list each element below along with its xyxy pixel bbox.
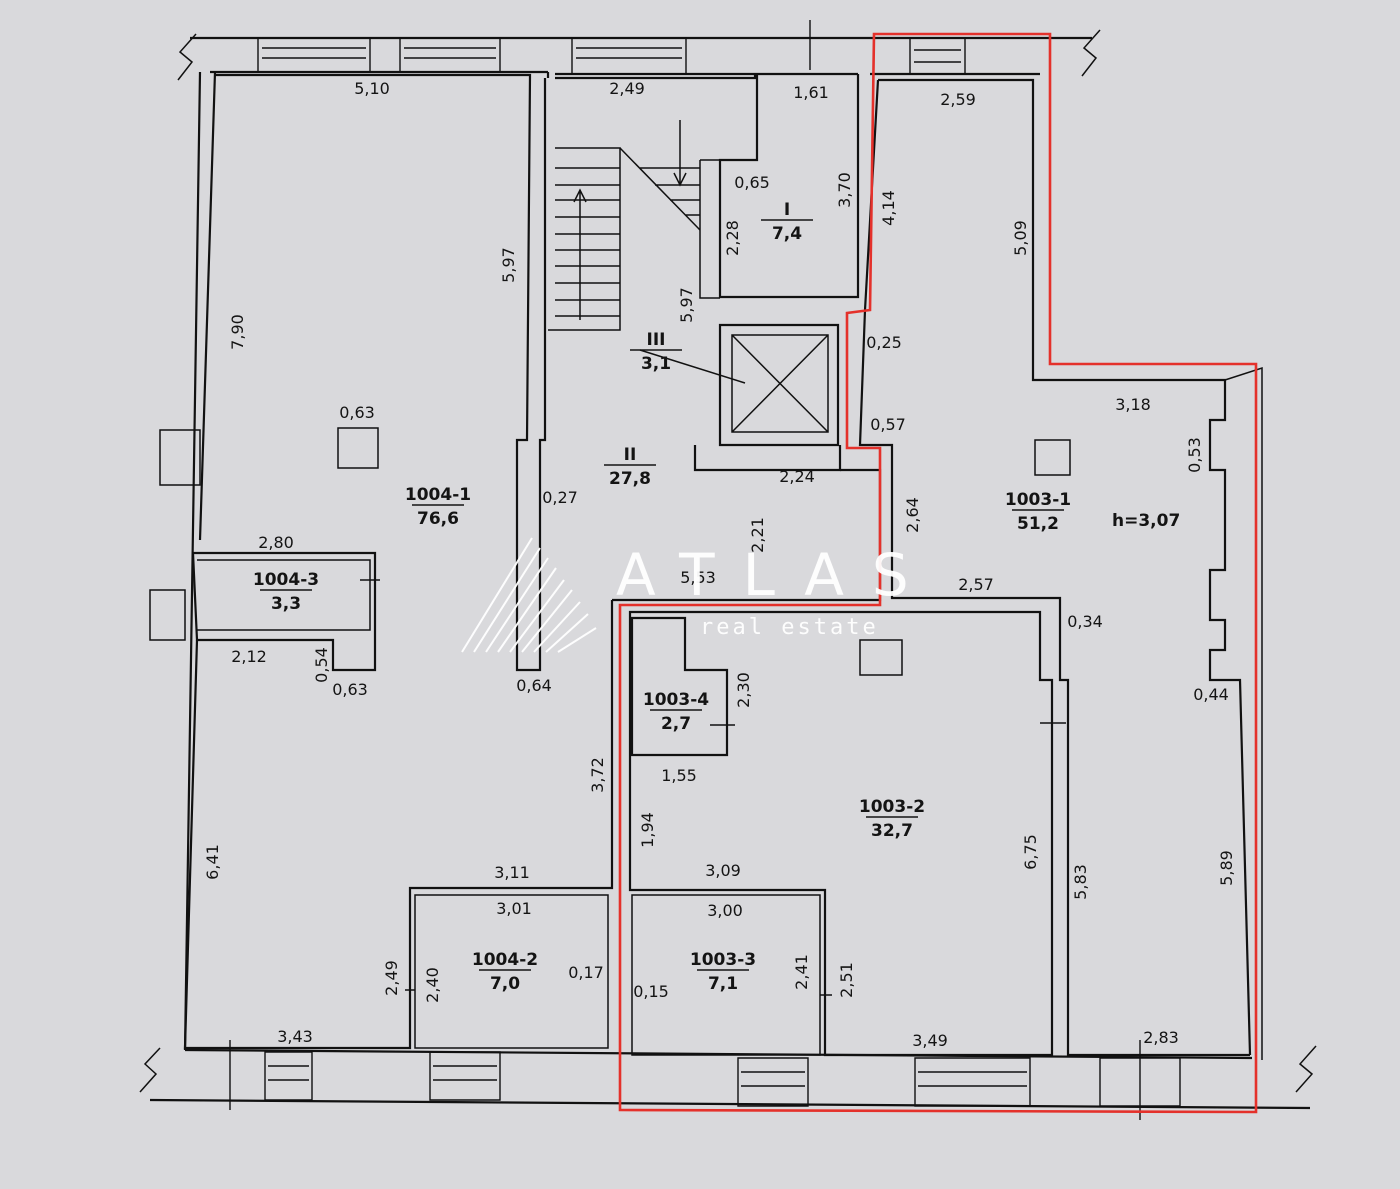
dimension-label: 2,57 xyxy=(958,575,994,594)
room-id-label: 1004-3 xyxy=(253,570,319,590)
room-area-label: 3,3 xyxy=(271,594,301,614)
room-id-label: III xyxy=(647,330,666,350)
room-id-label: 1003-2 xyxy=(859,797,925,817)
dimension-label: 3,72 xyxy=(588,757,607,793)
dimension-label: 0,63 xyxy=(339,403,375,422)
dimension-label: 1,55 xyxy=(661,766,697,785)
dimension-label: 3,43 xyxy=(277,1027,313,1046)
windows xyxy=(229,20,1181,1120)
room-id-label: 1004-2 xyxy=(472,950,538,970)
dimension-label: 7,90 xyxy=(228,314,247,350)
dimension-label: 2,28 xyxy=(723,220,742,256)
dimension-label: 3,49 xyxy=(912,1031,948,1050)
room-labels: 1004-1 76,6 1004-2 7,0 1004-3 3,3 1003-1 51,2 10… xyxy=(253,200,1071,994)
dimension-label: 3,11 xyxy=(494,863,530,882)
dimension-label: 0,64 xyxy=(516,676,552,695)
dimension-label: 5,83 xyxy=(1071,864,1090,900)
dimension-label: 0,25 xyxy=(866,333,902,352)
room-area-label: 7,4 xyxy=(772,224,802,244)
room-id-label: 1004-1 xyxy=(405,485,471,505)
dimension-label: 5,97 xyxy=(499,247,518,283)
dimension-label: 2,40 xyxy=(423,967,442,1003)
dimension-label: 2,80 xyxy=(258,533,294,552)
dimension-label: 1,61 xyxy=(793,83,829,102)
dimension-label: 0,65 xyxy=(734,173,770,192)
dimension-label: 5,97 xyxy=(677,287,696,323)
room-area-label: 27,8 xyxy=(609,469,651,489)
dimension-label: 5,10 xyxy=(354,79,390,98)
ceiling-height-label: h=3,07 xyxy=(1112,511,1180,531)
dimension-label: 6,75 xyxy=(1021,834,1040,870)
dimension-label: 2,24 xyxy=(779,467,815,486)
room-area-label: 2,7 xyxy=(661,714,691,734)
walls xyxy=(139,29,1317,1110)
room-area-label: 3,1 xyxy=(641,354,671,374)
room-area-label: 76,6 xyxy=(417,509,459,529)
highlight-outline xyxy=(618,32,1258,1114)
dimension-labels: 5,10 2,49 1,61 2,59 0,65 3,70 2,28 4,14 5,09 5,97… xyxy=(203,79,1236,1050)
dimension-label: 3,00 xyxy=(707,901,743,920)
dimension-label: 2,83 xyxy=(1143,1028,1179,1047)
dimension-label: 2,49 xyxy=(609,79,645,98)
brand-tagline: real estate xyxy=(700,615,879,640)
dimension-label: 0,34 xyxy=(1067,612,1103,631)
dimension-label: 2,51 xyxy=(837,962,856,998)
watermark: ATLAS real estate xyxy=(461,537,937,653)
room-area-label: 7,0 xyxy=(490,974,520,994)
dimension-label: 0,27 xyxy=(542,488,578,507)
brand-name: ATLAS xyxy=(616,541,937,609)
dimension-label: 2,59 xyxy=(940,90,976,109)
dimension-label: 5,53 xyxy=(680,568,716,587)
dimension-label: 6,41 xyxy=(203,844,222,880)
atlas-logo-icon xyxy=(461,537,597,653)
dimension-label: 0,15 xyxy=(633,982,669,1001)
dimension-label: 0,54 xyxy=(312,647,331,683)
room-id-label: II xyxy=(624,445,637,465)
dimension-label: 5,89 xyxy=(1217,850,1236,886)
dimension-label: 2,64 xyxy=(903,497,922,533)
dimension-label: 0,63 xyxy=(332,680,368,699)
room-area-label: 32,7 xyxy=(871,821,913,841)
dimension-label: 3,09 xyxy=(705,861,741,880)
room-id-label: I xyxy=(784,200,790,220)
dimension-label: 2,30 xyxy=(734,672,753,708)
dimension-label: 4,14 xyxy=(879,190,898,226)
room-id-label: 1003-1 xyxy=(1005,490,1071,510)
dimension-label: 2,49 xyxy=(382,960,401,996)
room-id-label: 1003-3 xyxy=(690,950,756,970)
dimension-label: 3,18 xyxy=(1115,395,1151,414)
dimension-label: 5,09 xyxy=(1011,220,1030,256)
dimension-label: 0,17 xyxy=(568,963,604,982)
dimension-label: 0,44 xyxy=(1193,685,1229,704)
dimension-label: 0,53 xyxy=(1185,437,1204,473)
dimension-label: 2,41 xyxy=(792,954,811,990)
dimension-label: 1,94 xyxy=(638,812,657,848)
dimension-label: 3,70 xyxy=(835,172,854,208)
dimension-label: 2,12 xyxy=(231,647,267,666)
dimension-label: 2,21 xyxy=(748,517,767,553)
room-id-label: 1003-4 xyxy=(643,690,709,710)
dimension-label: 0,57 xyxy=(870,415,906,434)
room-area-label: 7,1 xyxy=(708,974,738,994)
dimension-label: 3,01 xyxy=(496,899,532,918)
room-area-label: 51,2 xyxy=(1017,514,1059,534)
